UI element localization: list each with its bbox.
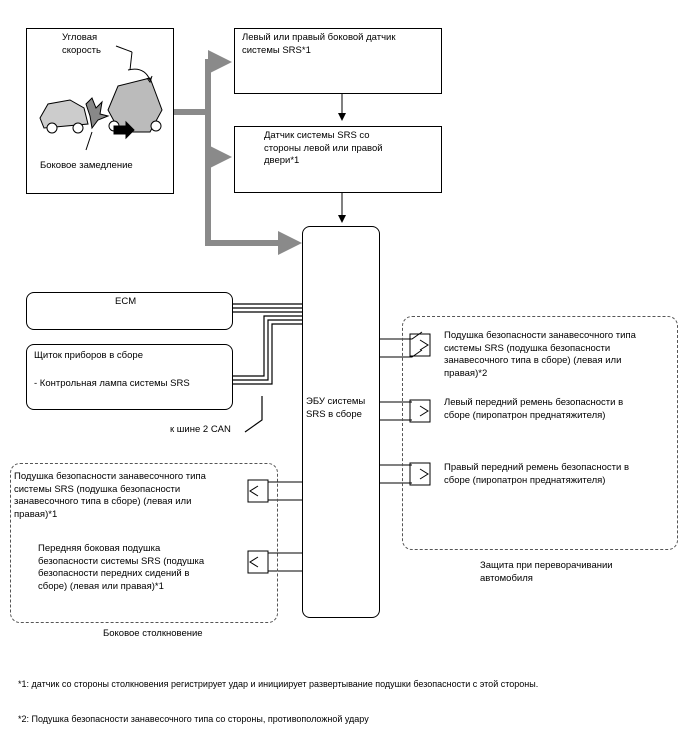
can-bus-label: к шине 2 CAN [170, 424, 231, 435]
input-condition-box [26, 28, 174, 194]
lateral-deceleration-label: Боковое замедление [40, 160, 133, 171]
rollover-group-caption: Защита при переворачивании автомобиля [480, 560, 613, 584]
side-collision-group-caption: Боковое столкновение [103, 628, 203, 639]
side-sensor-box [234, 28, 442, 94]
left-outputs [247, 479, 302, 574]
ecm-box [26, 292, 233, 330]
footnote-1: *1: датчик со стороны столкновения регис… [18, 679, 539, 689]
footnote-2: *2: Подушка безопасности занавесочного т… [18, 714, 369, 724]
srs-warning-lamp-label: - Контрольная лампа системы SRS [34, 378, 190, 389]
airbag-ecu-box [302, 226, 380, 618]
door-sensor-label: Датчик системы SRS со стороны левой или … [264, 130, 383, 166]
car-rollover-illustration [39, 45, 163, 151]
airbag-ecu-label: ЭБУ системы SRS в сборе [306, 396, 366, 420]
angular-speed-label: Угловая скорость [62, 32, 101, 56]
rollover-group-box [402, 316, 678, 550]
wide-arrows [174, 50, 302, 255]
side-collision-group-box [10, 463, 278, 623]
right-outputs [380, 331, 431, 486]
combination-meter-box [26, 344, 233, 410]
ecm-label: ECM [115, 296, 137, 307]
side-sensor-label: Левый или правый боковой датчик системы … [242, 32, 396, 56]
side-item-seat-airbag: Передняя боковая подушка безопасности си… [38, 543, 205, 592]
rollover-item-right-pretensioner: Правый передний ремень безопасности в сб… [444, 462, 630, 486]
rollover-item-left-pretensioner: Левый передний ремень безопасности в сбо… [444, 397, 624, 421]
can-bus-lines [233, 303, 302, 433]
door-sensor-box [234, 126, 442, 193]
rollover-item-curtain-airbag: Подушка безопасности занавесочного типа … [444, 330, 636, 379]
side-item-curtain-airbag: Подушка безопасности занавесочного типа … [14, 471, 206, 520]
combination-meter-title: Щиток приборов в сборе [34, 350, 143, 361]
